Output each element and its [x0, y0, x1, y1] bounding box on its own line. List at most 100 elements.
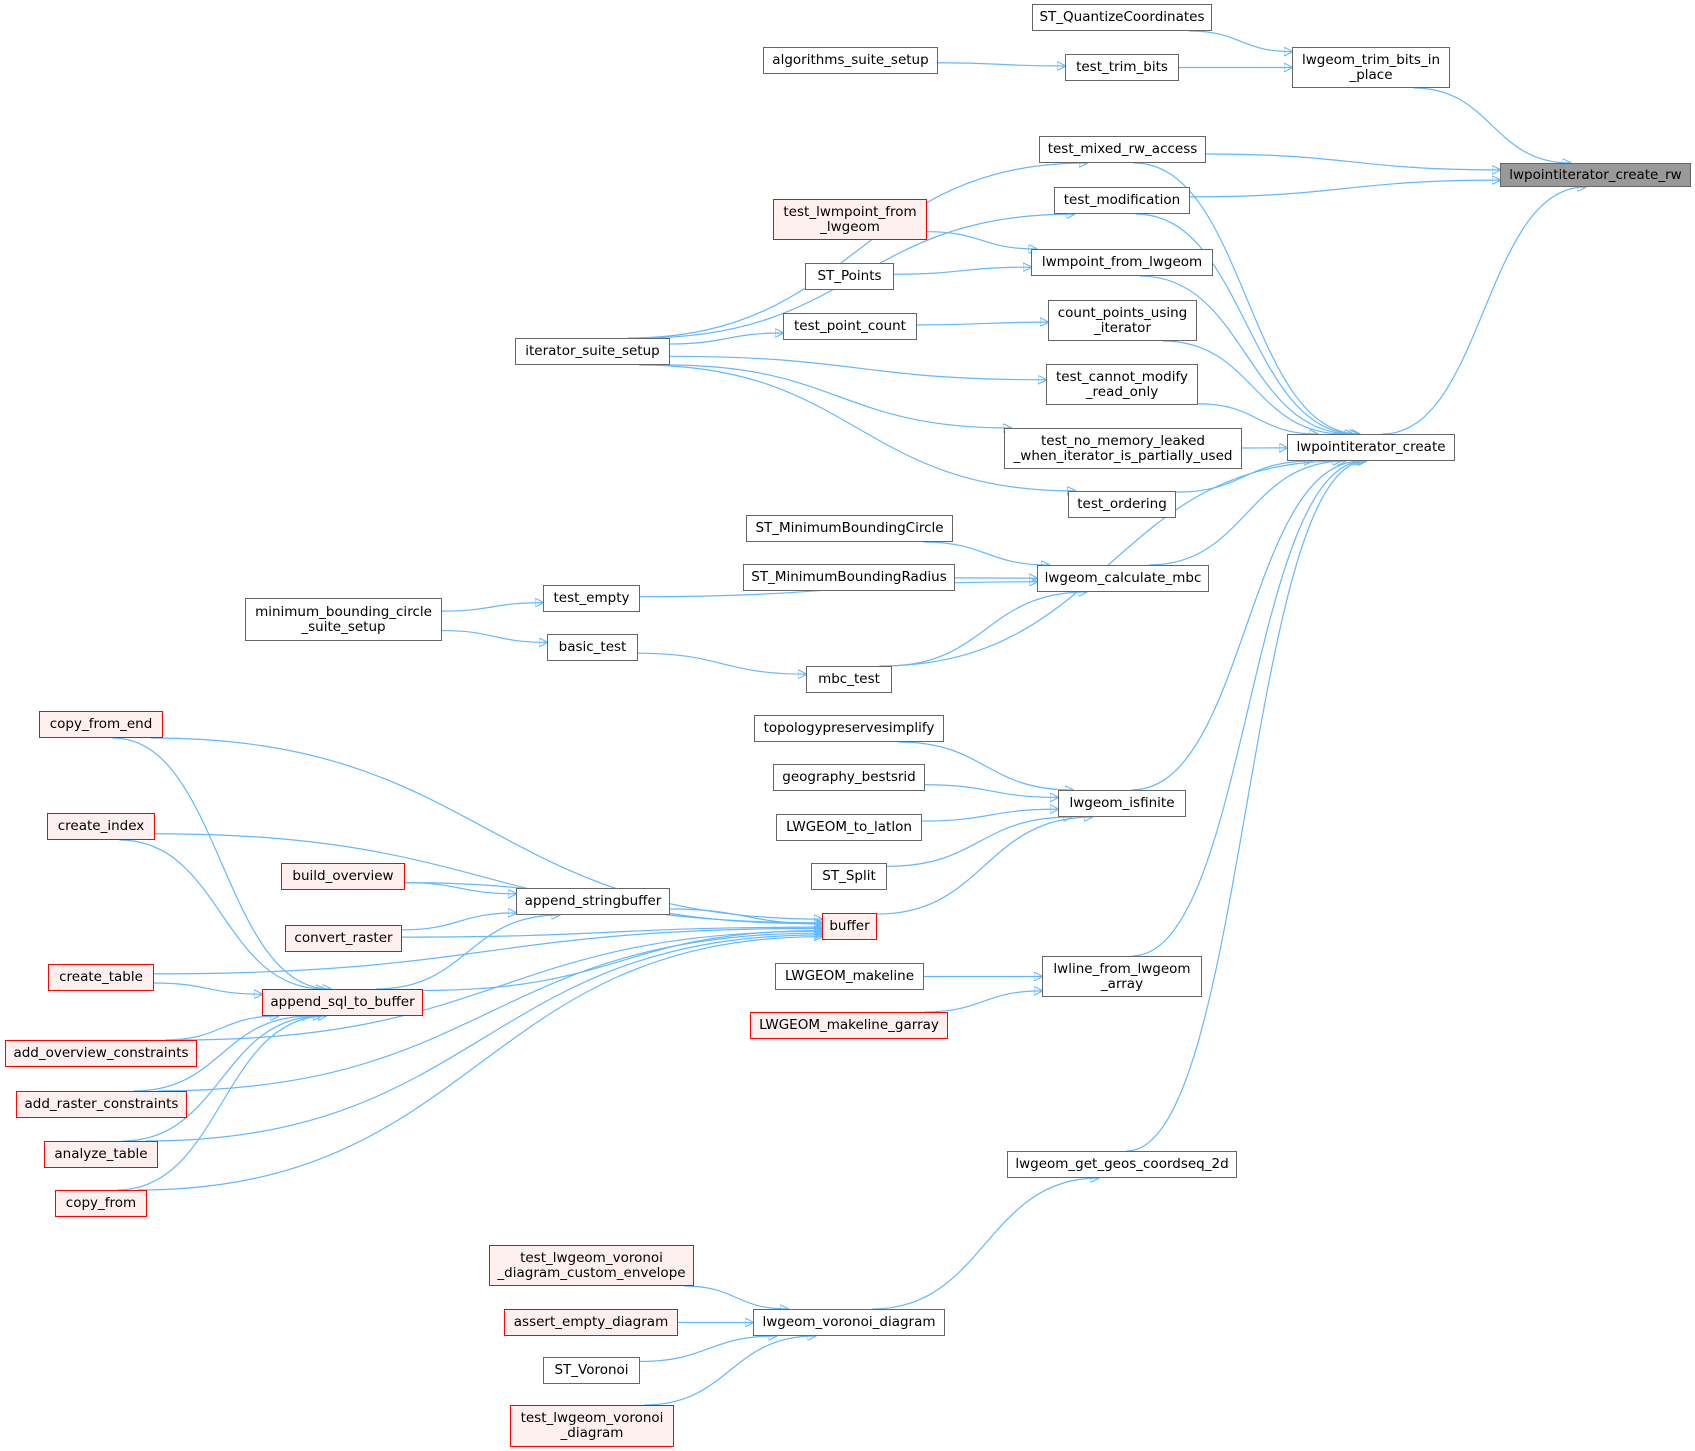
node-topologypreservesimplify[interactable]: topologypreservesimplify — [754, 715, 944, 742]
edge-copy_from-to-append_sql_to_buffer — [117, 1016, 326, 1191]
edge-test_cannot_modify_read_only-to-lwpointiterator_create — [1197, 403, 1318, 434]
edge-ST_Points-to-lwmpoint_from_lwgeom — [893, 267, 1031, 275]
edge-topologypreservesimplify-to-lwgeom_isfinite — [898, 741, 1073, 790]
edge-iterator_suite_setup-to-test_mixed_rw_access — [627, 163, 1087, 339]
edge-test_mixed_rw_access-to-lwpointiterator_create — [1133, 162, 1360, 434]
node-geography-bestsrid[interactable]: geography_bestsrid — [773, 764, 925, 791]
edge-test_lwgeom_voronoi_diagram_custom_envelope-to-lwgeom_voronoi_diagram — [684, 1285, 788, 1309]
node-lwpointiterator-create-rw: lwpointiterator_create_rw — [1500, 163, 1691, 187]
edge-buffer-to-lwgeom_isfinite — [876, 817, 1092, 915]
edge-geography_bestsrid-to-lwgeom_isfinite — [924, 784, 1058, 798]
node-test-empty[interactable]: test_empty — [543, 585, 640, 612]
edge-copy_from_end-to-buffer — [151, 737, 822, 919]
edge-iterator_suite_setup-to-test_cannot_modify_read_only — [669, 355, 1046, 379]
edge-create_index-to-append_sql_to_buffer — [119, 839, 324, 989]
node-add-raster-constraints[interactable]: add_raster_constraints — [16, 1091, 187, 1118]
edge-add_overview_constraints-to-append_sql_to_buffer — [164, 1016, 279, 1041]
edge-iterator_suite_setup-to-test_no_memory_leaked — [666, 364, 1011, 428]
edge-ST_Split-to-lwgeom_isfinite — [886, 817, 1072, 867]
node-st-minimumboundingcircle[interactable]: ST_MinimumBoundingCircle — [746, 515, 953, 542]
node-lwline-from-lwgeom-array[interactable]: lwline_from_lwgeom _array — [1042, 956, 1202, 997]
node-lwgeom-to-latlon[interactable]: LWGEOM_to_latlon — [776, 814, 922, 841]
node-algorithms-suite-setup[interactable]: algorithms_suite_setup — [763, 47, 938, 74]
node-test-lwmpoint-from-lwgeom[interactable]: test_lwmpoint_from _lwgeom — [773, 199, 927, 240]
node-st-quantizecoordinates[interactable]: ST_QuantizeCoordinates — [1032, 4, 1212, 31]
edge-lwgeom_calculate_mbc-to-lwpointiterator_create — [1148, 461, 1346, 566]
edge-iterator_suite_setup-to-test_ordering — [639, 364, 1075, 491]
edge-minimum_bounding_circle_suite_setup-to-basic_test — [441, 629, 547, 643]
edge-lwgeom_get_geos_coordseq_2d-to-lwpointiterator_create — [1126, 461, 1367, 1152]
node-mbc-test[interactable]: mbc_test — [806, 666, 892, 693]
node-append-sql-to-buffer[interactable]: append_sql_to_buffer — [262, 989, 423, 1016]
node-test-lwgeom-voronoi-diagram[interactable]: test_lwgeom_voronoi _diagram — [510, 1405, 674, 1447]
edge-copy_from-to-buffer — [137, 937, 822, 1191]
node-lwgeom-voronoi-diagram[interactable]: lwgeom_voronoi_diagram — [753, 1309, 945, 1336]
node-test-lwgeom-voronoi-diagram-custom-envelope[interactable]: test_lwgeom_voronoi _diagram_custom_enve… — [489, 1245, 694, 1286]
node-test-point-count[interactable]: test_point_count — [783, 313, 917, 340]
edge-analyze_table-to-append_sql_to_buffer — [122, 1016, 321, 1142]
edge-lwline_from_lwgeom_array-to-lwpointiterator_create — [1131, 461, 1365, 957]
edge-ST_MinimumBoundingCircle-to-lwgeom_calculate_mbc — [923, 541, 1049, 565]
edge-test_ordering-to-lwpointiterator_create — [1175, 461, 1312, 493]
edge-algorithms_suite_setup-to-test_trim_bits — [937, 63, 1065, 66]
edge-lwgeom_isfinite-to-lwpointiterator_create — [1131, 461, 1361, 791]
node-st-points[interactable]: ST_Points — [805, 263, 894, 290]
node-basic-test[interactable]: basic_test — [547, 634, 638, 661]
node-create-table[interactable]: create_table — [48, 964, 154, 991]
edge-test_lwgeom_voronoi_diagram-to-lwgeom_voronoi_diagram — [644, 1336, 815, 1406]
node-test-ordering[interactable]: test_ordering — [1068, 491, 1176, 518]
node-test-cannot-modify-read-only[interactable]: test_cannot_modify _read_only — [1046, 364, 1198, 405]
node-count-points-using-iterator[interactable]: count_points_using _iterator — [1048, 300, 1197, 341]
edge-create_table-to-buffer — [153, 928, 822, 975]
edge-add_raster_constraints-to-buffer — [158, 933, 822, 1092]
node-iterator-suite-setup[interactable]: iterator_suite_setup — [515, 338, 670, 365]
node-lwgeom-makeline-garray[interactable]: LWGEOM_makeline_garray — [750, 1012, 948, 1039]
edge-convert_raster-to-buffer — [401, 927, 822, 938]
node-analyze-table[interactable]: analyze_table — [44, 1141, 158, 1168]
edge-lwgeom_trim_bits_in_place-to-lwpointiterator_create_rw — [1413, 87, 1571, 163]
edge-add_overview_constraints-to-buffer — [180, 931, 822, 1041]
node-test-no-memory-leaked[interactable]: test_no_memory_leaked _when_iterator_is_… — [1004, 428, 1242, 469]
edge-mbc_test-to-lwpointiterator_create — [879, 461, 1340, 667]
edge-ST_Voronoi-to-lwgeom_voronoi_diagram — [639, 1336, 777, 1363]
edge-test_point_count-to-count_points_using_iterator — [916, 322, 1048, 325]
edge-test_mixed_rw_access-to-lwpointiterator_create_rw — [1205, 153, 1500, 170]
edge-iterator_suite_setup-to-test_point_count — [669, 333, 783, 345]
edge-lwpointiterator_create-to-lwpointiterator_create_rw — [1382, 187, 1585, 435]
node-build-overview[interactable]: build_overview — [281, 863, 405, 890]
node-create-index[interactable]: create_index — [47, 813, 155, 840]
node-test-modification[interactable]: test_modification — [1054, 187, 1190, 214]
node-buffer[interactable]: buffer — [822, 913, 877, 940]
edge-LWGEOM_to_latlon-to-lwgeom_isfinite — [921, 809, 1058, 822]
edge-build_overview-to-append_stringbuffer — [404, 882, 516, 894]
node-lwgeom-trim-bits-in-place[interactable]: lwgeom_trim_bits_in _place — [1292, 47, 1450, 88]
edge-create_table-to-append_sql_to_buffer — [153, 982, 262, 994]
node-assert-empty-diagram[interactable]: assert_empty_diagram — [504, 1309, 678, 1336]
edge-LWGEOM_makeline_garray-to-lwline_from_lwgeom_array — [924, 991, 1042, 1013]
node-lwgeom-isfinite[interactable]: lwgeom_isfinite — [1058, 790, 1186, 817]
node-lwmpoint-from-lwgeom[interactable]: lwmpoint_from_lwgeom — [1031, 249, 1213, 276]
edge-mbc_test-to-lwgeom_calculate_mbc — [885, 592, 1087, 667]
node-test-mixed-rw-access[interactable]: test_mixed_rw_access — [1039, 136, 1206, 163]
node-st-minimumboundingradius[interactable]: ST_MinimumBoundingRadius — [743, 564, 955, 591]
node-lwgeom-get-geos-coordseq-2d[interactable]: lwgeom_get_geos_coordseq_2d — [1007, 1151, 1237, 1178]
edge-basic_test-to-mbc_test — [637, 652, 806, 674]
node-st-voronoi[interactable]: ST_Voronoi — [543, 1357, 640, 1384]
edge-copy_from_end-to-append_sql_to_buffer — [112, 737, 331, 989]
node-lwgeom-makeline[interactable]: LWGEOM_makeline — [775, 963, 924, 990]
node-append-stringbuffer[interactable]: append_stringbuffer — [516, 888, 670, 915]
node-lwgeom-calculate-mbc[interactable]: lwgeom_calculate_mbc — [1037, 565, 1209, 592]
edge-append_sql_to_buffer-to-append_stringbuffer — [375, 915, 560, 990]
edge-lwmpoint_from_lwgeom-to-lwpointiterator_create — [1140, 275, 1353, 434]
edge-create_index-to-buffer — [154, 833, 822, 923]
node-add-overview-constraints[interactable]: add_overview_constraints — [5, 1040, 197, 1067]
node-test-trim-bits[interactable]: test_trim_bits — [1065, 54, 1179, 81]
node-copy-from-end[interactable]: copy_from_end — [39, 711, 163, 738]
node-st-split[interactable]: ST_Split — [811, 863, 887, 890]
node-minimum-bounding-circle-suite-setup[interactable]: minimum_bounding_circle _suite_setup — [245, 598, 442, 641]
node-lwpointiterator-create[interactable]: lwpointiterator_create — [1287, 434, 1455, 461]
node-convert-raster[interactable]: convert_raster — [285, 925, 402, 952]
node-copy-from[interactable]: copy_from — [55, 1190, 147, 1217]
edge-convert_raster-to-append_stringbuffer — [401, 913, 516, 931]
